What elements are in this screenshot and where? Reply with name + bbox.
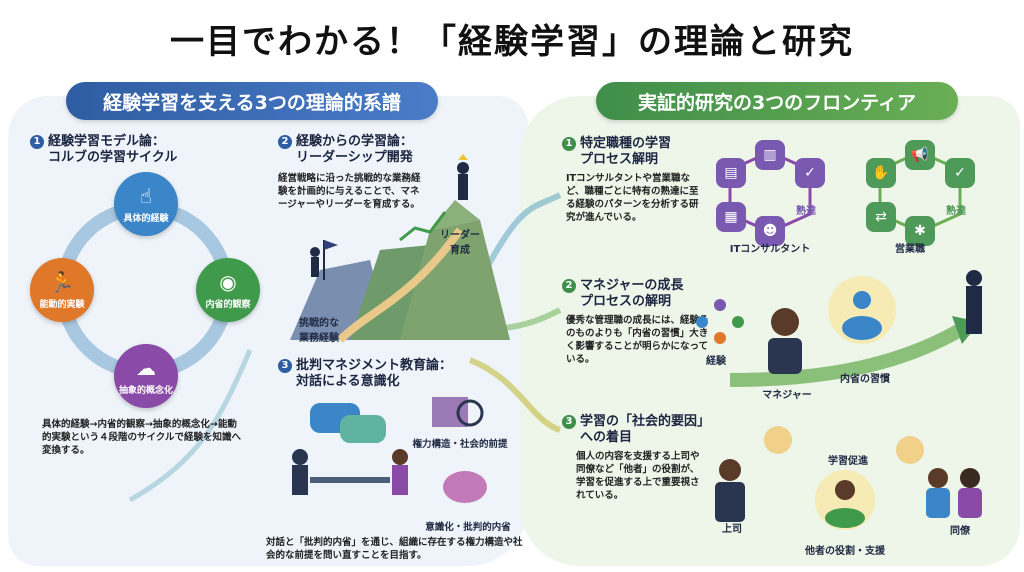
critical-heading: 3 批判マネジメント教育論： 対話による意識化 [278,358,498,390]
specific-heading-line1: 特定職種の学習 [580,136,672,151]
specific-description: ITコンサルタントや営業職など、職種ごとに特有の熟達に至る経験のパターンを分析す… [566,173,699,223]
database-icon: ▦ [716,202,746,232]
check-icon: ✓ [945,158,975,188]
leadership-heading-line1: 経験からの学習論： [296,134,414,149]
manager-heading: 2 マネジャーの成長 プロセスの解明 [562,278,732,310]
critical-heading-line2: 対話による意識化 [296,374,400,389]
social-description: 個人の内容を支援する上司や同僚など「他者」の役割が、学習を促進する上で重要視され… [576,451,700,501]
learning-promotion-label: 学習促進 [828,456,868,467]
manager-label: マネジャー [762,390,812,401]
social-number: 3 [562,415,576,429]
stage-active-experimentation: 🏃 能動的実験 [30,258,94,322]
sales-label: 営業職 [895,244,925,255]
it-mastery-badge: 熟達 [796,206,816,217]
boss-label: 上司 [722,524,742,535]
power-structure-label: 権力構造・社会的前提 [412,439,508,450]
manager-description: 優秀な管理職の成長には、経験そのものよりも「内省の習慣」大きく影響することが明ら… [566,315,709,365]
leadership-heading: 2 経験からの学習論： リーダーシップ開発 [278,134,458,166]
peer-label: 同僚 [950,526,970,537]
leadership-description: 経営戦略に沿った挑戦的な業務経験を計画的に与えることで、マネージャーやリーダーを… [278,173,421,210]
right-banner: 実証的研究の3つのフロンティア [596,82,958,120]
kolb-heading-line2: コルブの学習サイクル [48,150,178,165]
stage-label: 具体的経験 [123,214,169,224]
chart-icon: ▥ [755,140,785,170]
stage-abstract-conceptualization: ☁ 抽象的概念化 [114,344,178,408]
sales-mastery-badge: 熟達 [946,206,966,217]
specific-number: 1 [562,137,576,151]
eye-icon: ◉ [219,270,237,294]
megaphone-icon: 📢 [905,140,935,170]
leadership-mountain-illustration [290,154,510,343]
stage-label: 能動的実験 [39,300,85,310]
kolb-number: 1 [30,135,44,149]
leadership-number: 2 [278,135,292,149]
others-role-label: 他者の役割・支援 [805,546,885,557]
social-heading-line2: への着目 [580,430,633,445]
thought-bubble-icon: ☁ [136,356,156,380]
manager-number: 2 [562,279,576,293]
goal-line2: 育成 [450,245,470,256]
start-line2: 業務経験 [299,333,339,344]
it-consultant-label: ITコンサルタント [729,244,811,255]
goal-line1: リーダー [440,230,480,241]
handshake-icon: ✋ [866,158,896,188]
kolb-heading: 1 経験学習モデル論： コルブの学習サイクル [30,134,230,166]
specific-heading: 1 特定職種の学習 プロセス解明 [562,136,732,168]
challenging-experience-label: 挑戦的な 業務経験 [284,314,354,344]
leader-development-label: リーダー 育成 [430,226,490,256]
kolb-heading-line1: 経験学習モデル論： [48,134,166,149]
left-banner: 経験学習を支える3つの理論的系譜 [66,82,438,120]
start-line1: 挑戦的な [299,318,339,329]
critical-heading-line1: 批判マネジメント教育論： [296,358,453,373]
social-support-illustration [715,426,982,530]
manager-heading-line1: マネジャーの成長 [580,278,684,293]
deal-icon: ⇄ [866,202,896,232]
network-icon: ✱ [905,216,935,246]
critical-description: 対話と「批判的内省」を通じ、組織に存在する権力構造や社会的な前提を問い直すことを… [266,537,523,561]
document-icon: ▤ [716,158,746,188]
experience-label: 経験 [706,356,726,367]
stage-reflective-observation: ◉ 内省的観察 [196,258,260,322]
stage-concrete-experience: ☝ 具体的経験 [114,172,178,236]
critical-reflection-label: 意識化・批判的内省 [425,522,511,533]
stage-label: 抽象的概念化 [118,386,173,396]
kolb-description: 具体的経験→内省的観察→抽象的概念化→能動的実験という４段階のサイクルで経験を知… [42,419,242,456]
running-person-icon: 🏃 [49,270,75,294]
social-heading-line1: 学習の「社会的要因」 [580,414,711,429]
reflection-habit-label: 内省の習慣 [840,374,890,385]
manager-growth-illustration [696,270,982,387]
main-title: 一目でわかる！「経験学習」の理論と研究 [170,22,854,62]
stage-label: 内省的観察 [205,300,251,310]
dialogue-illustration [292,397,487,503]
critical-number: 3 [278,359,292,373]
specific-heading-line2: プロセス解明 [580,152,659,167]
leadership-heading-line2: リーダーシップ開発 [296,150,413,165]
check-icon: ✓ [795,158,825,188]
social-heading: 3 学習の「社会的要因」 への着目 [562,414,732,446]
people-icon: ☻ [755,216,785,246]
hand-pointer-icon: ☝ [139,184,153,208]
job-networks [728,150,962,234]
manager-heading-line2: プロセスの解明 [580,294,672,309]
